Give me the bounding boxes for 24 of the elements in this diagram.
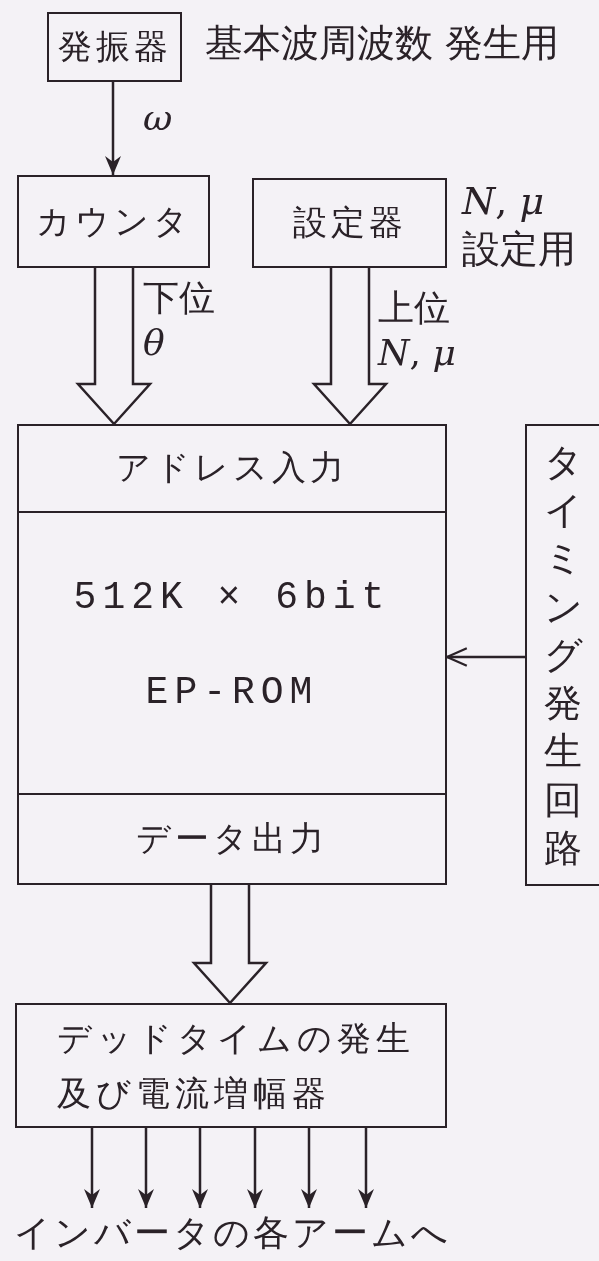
memory-label: 512K × 6bit — [72, 576, 392, 619]
edge-label: ω — [143, 96, 174, 140]
process-box: デッドタイムの発生及び電流増幅器 — [15, 1003, 447, 1128]
output-text: インバータの各アームへ — [14, 1208, 474, 1258]
process-box: 設定器 — [252, 178, 447, 268]
arrow — [301, 1128, 317, 1208]
memory-label: EP-ROM — [144, 671, 320, 714]
block-arrow — [75, 266, 153, 426]
arrow — [138, 1128, 154, 1208]
arrow — [247, 1128, 263, 1208]
block-arrow — [191, 883, 269, 1005]
process-box: タイミング発生回路 — [525, 424, 599, 886]
annotation-text: N, μ 設定用 — [462, 178, 572, 273]
arrow — [358, 1128, 374, 1208]
arrow — [192, 1128, 208, 1208]
arrow — [84, 1128, 100, 1208]
memory-box — [17, 424, 447, 885]
edge-label: 下位 θ — [143, 276, 216, 365]
annotation-text: 基本波周波数 発生用 — [205, 20, 561, 67]
process-box: 発振器 — [47, 12, 182, 82]
block-arrow — [311, 266, 389, 426]
process-box: カウンタ — [17, 175, 210, 268]
arrow — [105, 82, 121, 175]
edge-label: 上位 N, μ — [378, 286, 457, 375]
